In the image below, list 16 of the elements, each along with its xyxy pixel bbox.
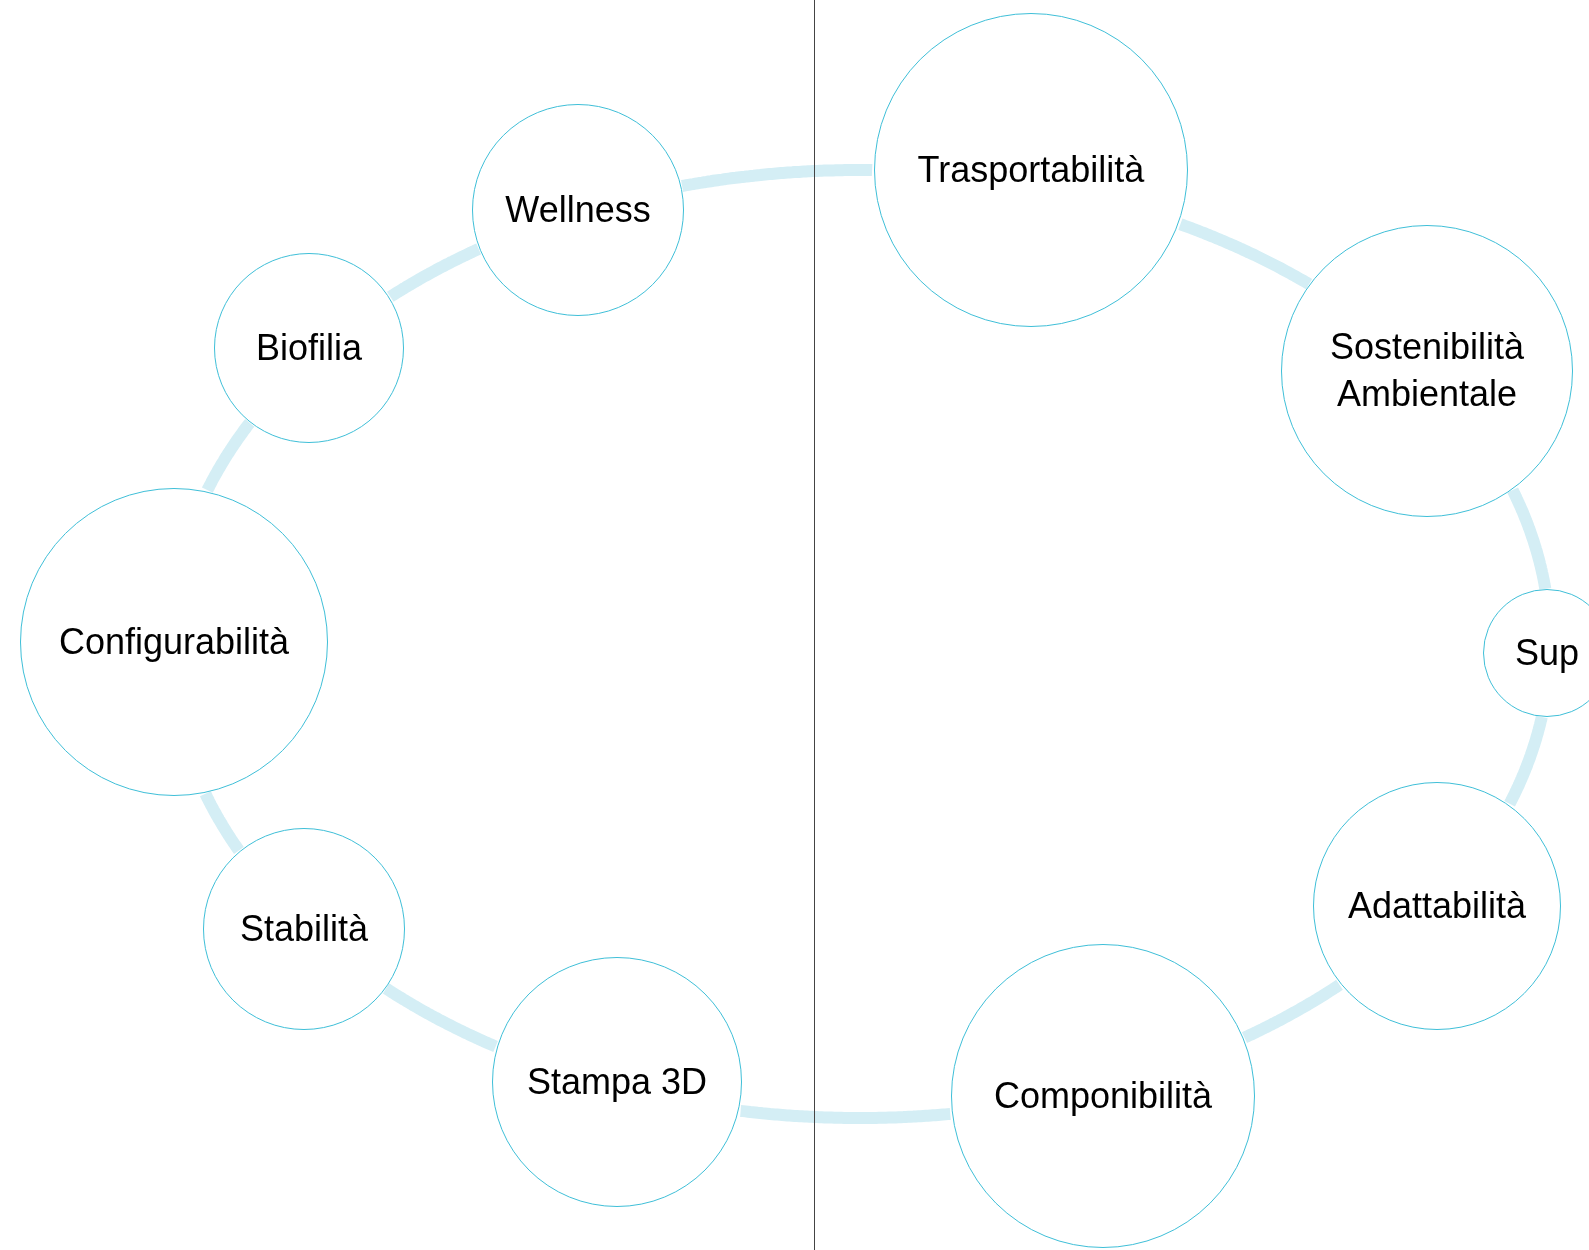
ring-connector <box>1176 218 1314 290</box>
node-label: Sostenibilità Ambientale <box>1328 325 1526 416</box>
node-label: Sup <box>1513 630 1581 675</box>
node-label: Biofilia <box>254 325 364 370</box>
node-label: Stampa 3D <box>525 1059 709 1104</box>
node-label: Wellness <box>504 187 652 232</box>
node-label: Configurabilità <box>57 619 291 664</box>
node-label: Componibilità <box>992 1073 1214 1118</box>
ring-connector <box>202 418 255 495</box>
ring-connector <box>1240 979 1344 1044</box>
node-label: Trasportabilità <box>916 147 1146 192</box>
ring-connector <box>385 243 484 302</box>
node-label: Adattabilità <box>1346 883 1528 928</box>
node-label: Stabilità <box>238 906 370 951</box>
ring-connector <box>200 789 244 856</box>
ring-connector <box>381 983 500 1053</box>
